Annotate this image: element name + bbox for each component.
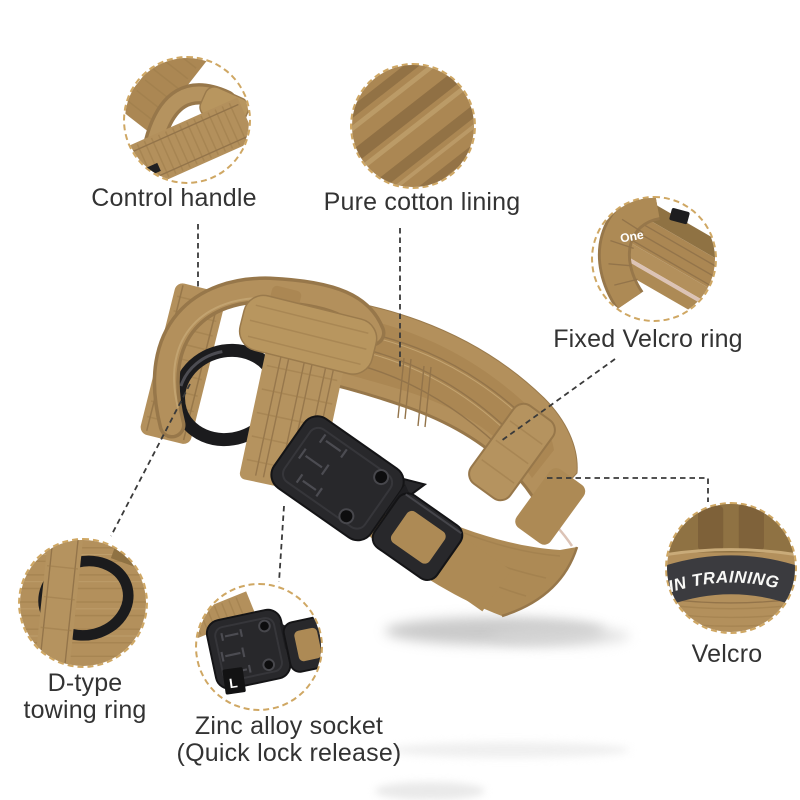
connector-velcro-ring [500,358,616,442]
velcro-patch-closeup: IN TRAINING [667,504,795,632]
fixed-velcro-keeper [468,402,556,502]
callout-label-d-ring: D-type towing ring [0,670,175,724]
callout-circle-d-ring [18,538,148,668]
handle-grip-wrap [238,285,378,375]
connector-socket [278,505,285,583]
callout-connectors [110,224,709,583]
control-handle-loop [152,276,386,439]
velcro-tail [515,468,586,545]
collar-clip-detail [669,207,690,225]
velcro-ring-closeup: One [597,198,715,320]
cobra-buckle [270,415,512,612]
in-training-patch [667,555,795,606]
buckle-screw [338,508,355,525]
callout-circle-control-handle [123,56,251,184]
socket-buckle-detail [205,608,321,690]
size-tag: L [222,667,246,695]
callout-label-velcro-patch: Velcro [691,640,763,668]
connector-d-ring [110,383,191,537]
d-ring-closeup [20,540,146,666]
socket-closeup: L [197,591,321,695]
d-ring-label-line1: D-type [47,669,123,697]
callout-circle-velcro-ring: One [591,196,717,322]
socket-label-line1: Zinc alloy socket [194,712,384,740]
buckle-male-slot-strap [390,510,446,564]
callout-label-cotton-lining: Pure cotton lining [323,188,521,216]
cotton-lining-closeup [352,65,474,187]
size-tag-text: L [228,675,238,691]
callout-circle-socket: L [195,583,323,711]
control-handle-closeup [125,58,249,182]
buckle-embossed-glyphs [295,433,348,498]
callout-circle-cotton-lining [350,63,476,189]
product-shadow [375,617,630,800]
d-ring-label-line2: towing ring [23,696,147,724]
socket-label-line2: (Quick lock release) [176,739,402,767]
callout-circle-velcro-patch: IN TRAINING [665,502,797,634]
strap-brand-text: One [619,228,645,246]
buckle-screw [373,469,390,486]
callout-label-velcro-ring: Fixed Velcro ring [553,325,743,353]
callout-label-control-handle: Control handle [91,184,257,212]
callout-label-socket: Zinc alloy socket (Quick lock release) [159,713,419,767]
